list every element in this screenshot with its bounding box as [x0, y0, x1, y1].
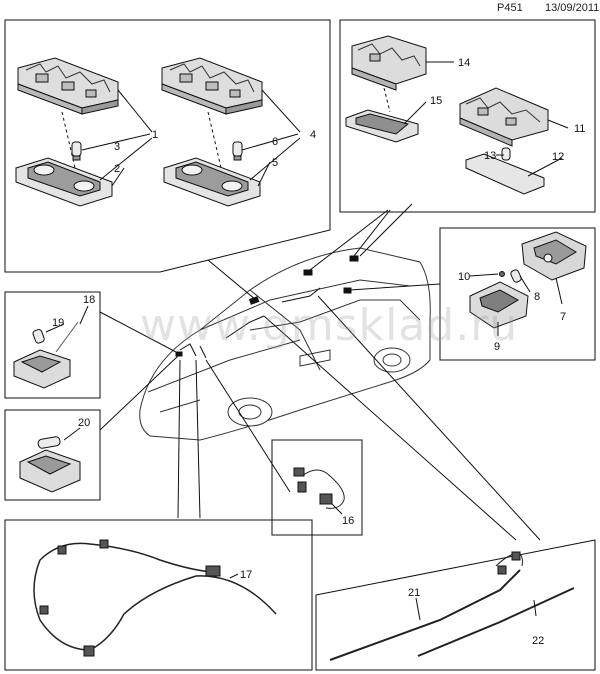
panel-left-20 [4, 409, 101, 501]
leaders-panel-right-middle [469, 273, 563, 336]
callout-11: 11 [574, 123, 585, 135]
page-date: 13/09/2011 [545, 2, 600, 14]
panel-17 [4, 519, 313, 671]
roof-console-housing-left [17, 57, 119, 115]
callout-4: 4 [310, 129, 316, 141]
leader [533, 599, 537, 617]
roof-console-housing-11 [459, 87, 549, 147]
callout-16: 16 [342, 515, 354, 527]
watermark: www.gmsklad.ru [140, 300, 519, 351]
screw-10 [499, 271, 505, 277]
leaders-panel-top-left [81, 89, 301, 187]
callout-8: 8 [534, 291, 540, 303]
leader [45, 323, 65, 333]
panel-16 [271, 439, 363, 536]
bulb-13 [501, 147, 511, 161]
leader [331, 503, 343, 515]
lens-2 [15, 157, 113, 207]
lens-5 [163, 157, 261, 207]
connector-leaders [99, 203, 541, 541]
callout-17: 17 [240, 569, 252, 581]
panel-top-left [4, 19, 331, 273]
callout-12: 12 [552, 151, 564, 163]
bulb-20 [37, 436, 61, 449]
callout-15: 15 [430, 95, 442, 107]
callout-9: 9 [494, 341, 500, 353]
leader-dashed [61, 111, 77, 173]
leader [415, 597, 421, 621]
page-code: P451 [497, 2, 523, 14]
callout-2: 2 [114, 163, 120, 175]
panel-21-22 [315, 539, 596, 671]
callout-14: 14 [458, 57, 470, 69]
roof-harness-22 [417, 587, 575, 657]
wiring-harness-17 [33, 539, 277, 657]
leader [79, 305, 89, 325]
roof-console-housing-14 [351, 35, 427, 91]
leader [229, 573, 239, 579]
lamp-assembly-18 [13, 321, 79, 389]
panel-left-18-19 [4, 291, 101, 399]
callout-10: 10 [458, 271, 470, 283]
panel-right-middle [439, 227, 596, 361]
callout-22: 22 [532, 635, 544, 647]
lens-12 [465, 153, 545, 195]
lens-15 [345, 109, 419, 143]
wiring-harness-16 [293, 467, 345, 509]
vehicle-outline [139, 247, 431, 441]
leader-dashed [383, 87, 391, 113]
leaders-panel-top-right [403, 61, 569, 177]
vehicle-harness-lines [179, 287, 321, 359]
callout-20: 20 [78, 417, 90, 429]
callout-3: 3 [114, 141, 120, 153]
callout-21: 21 [408, 587, 420, 599]
leader [63, 427, 81, 441]
bulb-3 [71, 141, 82, 161]
callout-18: 18 [83, 294, 95, 306]
bulb-8 [510, 269, 522, 283]
callout-6: 6 [272, 136, 278, 148]
lens-9 [469, 281, 529, 329]
callout-13: 13 [484, 150, 496, 162]
roof-harness-21 [329, 551, 523, 661]
bulb-19 [32, 328, 45, 344]
lamp-assembly-20 [19, 449, 81, 493]
callout-5: 5 [272, 157, 278, 169]
panel-top-right [339, 19, 596, 213]
callout-19: 19 [52, 317, 64, 329]
bulb-6 [232, 141, 243, 161]
callout-1: 1 [152, 129, 158, 141]
callout-7: 7 [560, 311, 566, 323]
roof-console-housing-center [161, 57, 263, 115]
leader-dashed [207, 111, 223, 173]
lamp-housing-7 [521, 231, 587, 281]
